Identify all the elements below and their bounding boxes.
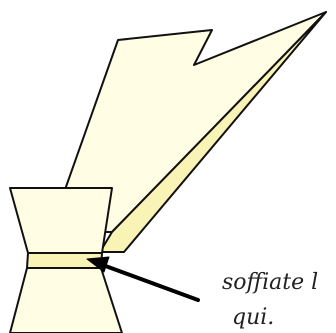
lower-block (10, 268, 122, 333)
arrow-shaft (100, 264, 198, 300)
annotation-line-1: soffiate l (222, 272, 318, 294)
upper-block (10, 188, 112, 253)
annotation-line-2: qui. (232, 307, 274, 329)
